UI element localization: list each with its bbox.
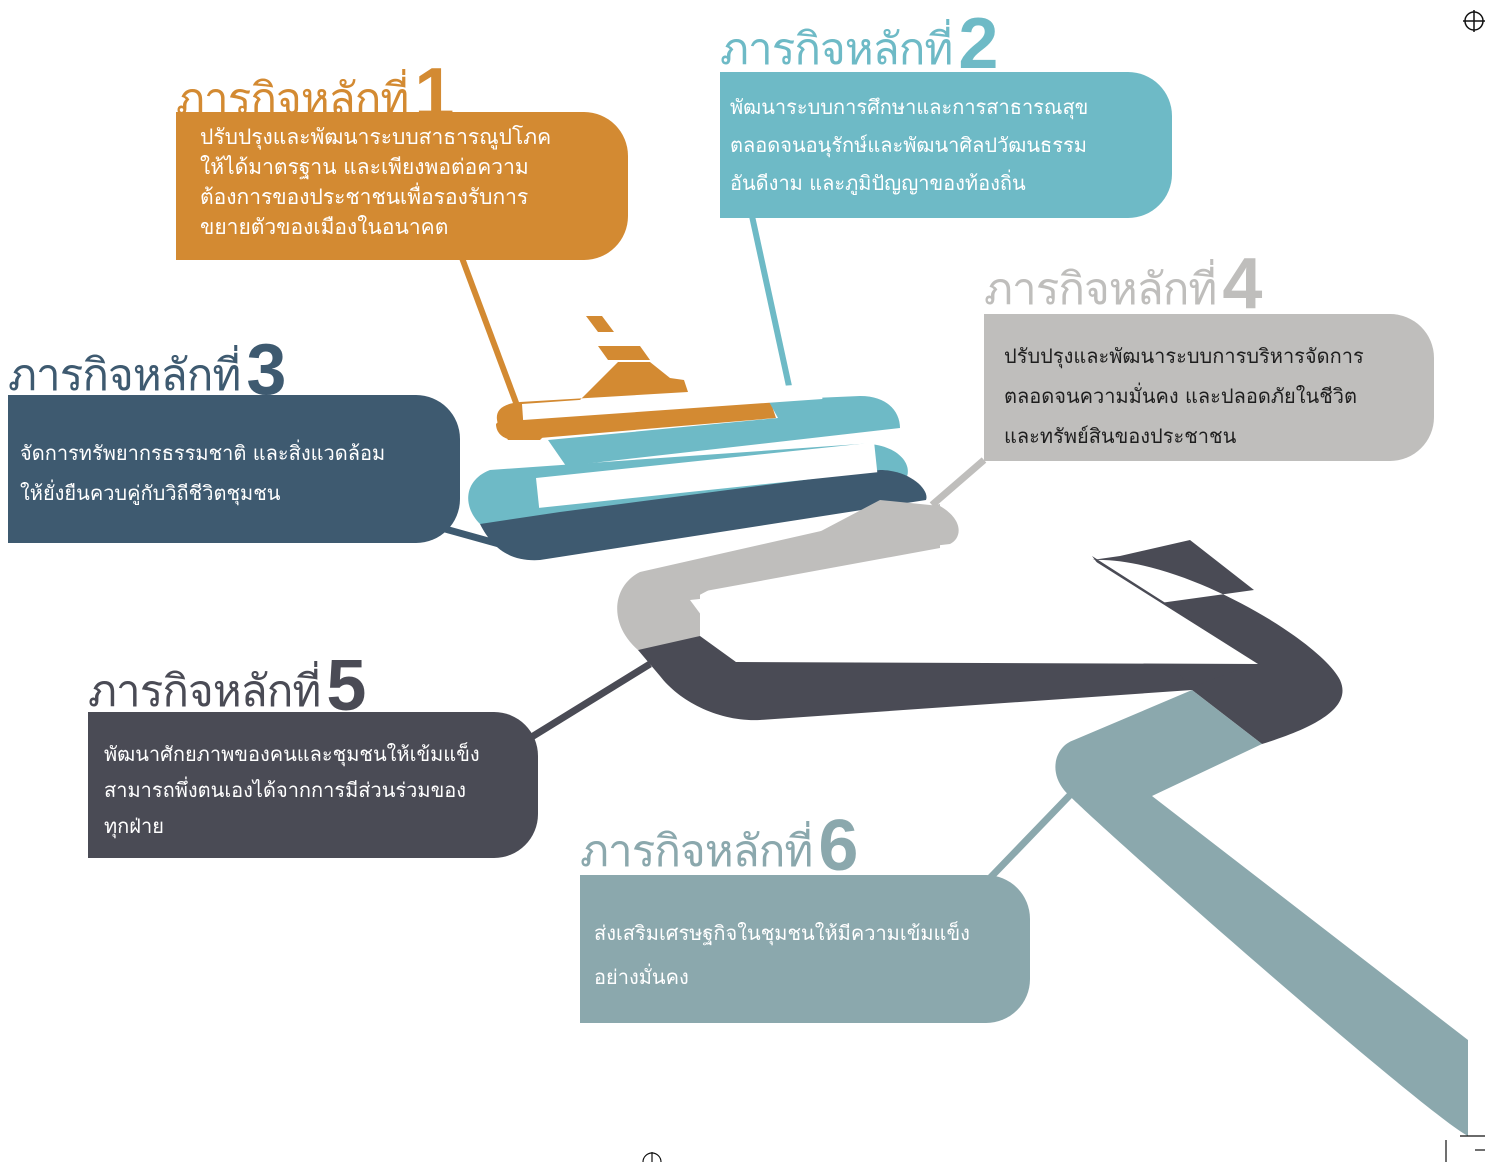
mission-5-line: ทุกฝ่าย xyxy=(104,814,164,838)
mission-4-heading: ภารกิจหลักที่4 xyxy=(984,248,1262,320)
ribbon-segment-slate xyxy=(1055,690,1468,1136)
mission-5-heading: ภารกิจหลักที่5 xyxy=(88,650,366,722)
mission-6-description-box: ส่งเสริมเศรษฐกิจในชุมชนให้มีความเข้มแข็ง… xyxy=(580,875,1030,1023)
mission-4-description-box: ปรับปรุงและพัฒนาระบบการบริหารจัดการ ตลอด… xyxy=(984,314,1434,461)
mission-1-description-box: ปรับปรุงและพัฒนาระบบสาธารณูปโภค ให้ได้มา… xyxy=(176,112,628,260)
ribbon-segment-orange xyxy=(496,316,776,440)
ribbon-segment-teal-top xyxy=(548,396,900,466)
mission-5-line: พัฒนาศักยภาพของคนและชุมชนให้เข้มแข็ง xyxy=(104,742,480,766)
mission-2-number: 2 xyxy=(958,4,999,84)
registration-mark-top-right xyxy=(1463,10,1485,32)
mission-3-heading: ภารกิจหลักที่3 xyxy=(8,334,286,406)
mission-4-number: 4 xyxy=(1222,244,1263,324)
mission-6-line: อย่างมั่นคง xyxy=(594,965,689,989)
mission-4-heading-text: ภารกิจหลักที่ xyxy=(984,264,1217,315)
connector-1 xyxy=(459,256,521,410)
connector-4 xyxy=(929,457,987,508)
mission-3-number: 3 xyxy=(246,330,287,410)
connector-6 xyxy=(987,792,1073,881)
mission-2-line: อันดีงาม และภูมิปัญญาของท้องถิ่น xyxy=(730,171,1026,195)
mission-2-line: ตลอดจนอนุรักษ์และพัฒนาศิลปวัฒนธรรม xyxy=(730,133,1087,157)
mission-1-line: ต้องการของประชาชนเพื่อรองรับการ xyxy=(200,185,529,209)
mission-5-description-box: พัฒนาศักยภาพของคนและชุมชนให้เข้มแข็ง สาม… xyxy=(88,712,538,858)
mission-3-line: ให้ยั่งยืนควบคู่กับวิถีชีวิตชุมชน xyxy=(20,481,281,505)
mission-1-line: ปรับปรุงและพัฒนาระบบสาธารณูปโภค xyxy=(200,125,552,149)
connector-2 xyxy=(749,215,795,401)
mission-3-line: จัดการทรัพยากรธรรมชาติ และสิ่งแวดล้อม xyxy=(20,441,386,465)
ribbon-segment-teal-navy xyxy=(468,442,927,561)
mission-2-description-box: พัฒนาระบบการศึกษาและการสาธารณสุข ตลอดจนอ… xyxy=(720,72,1172,218)
ribbon-segment-dark xyxy=(638,540,1343,744)
mission-1-line: ให้ได้มาตรฐาน และเพียงพอต่อความ xyxy=(200,155,529,179)
mission-5-line: สามารถพึ่งตนเองได้จากการมีส่วนร่วมของ xyxy=(104,778,467,802)
mission-6-line: ส่งเสริมเศรษฐกิจในชุมชนให้มีความเข้มแข็ง xyxy=(594,921,970,945)
mission-2-heading-text: ภารกิจหลักที่ xyxy=(720,24,953,75)
mission-2-heading: ภารกิจหลักที่2 xyxy=(720,8,998,80)
mission-5-heading-text: ภารกิจหลักที่ xyxy=(88,666,321,717)
connector-5 xyxy=(528,661,652,741)
crop-mark-bottom-right xyxy=(1445,1135,1485,1162)
mission-3-heading-text: ภารกิจหลักที่ xyxy=(8,350,241,401)
mission-4-line: ปรับปรุงและพัฒนาระบบการบริหารจัดการ xyxy=(1004,344,1364,368)
mission-6-heading: ภารกิจหลักที่6 xyxy=(580,810,858,882)
ribbon-segment-gray xyxy=(617,500,959,650)
mission-5-number: 5 xyxy=(326,646,367,726)
mission-1-line: ขยายตัวของเมืองในอนาคต xyxy=(200,215,449,239)
mission-4-line: และทรัพย์สินของประชาชน xyxy=(1004,424,1237,448)
mission-6-heading-text: ภารกิจหลักที่ xyxy=(580,826,813,877)
mission-4-line: ตลอดจนความมั่นคง และปลอดภัยในชีวิต xyxy=(1004,384,1357,408)
registration-mark-bottom xyxy=(642,1152,662,1162)
mission-3-description-box: จัดการทรัพยากรธรรมชาติ และสิ่งแวดล้อม ให… xyxy=(8,395,460,543)
mission-2-line: พัฒนาระบบการศึกษาและการสาธารณสุข xyxy=(730,95,1089,119)
mission-6-number: 6 xyxy=(818,806,859,886)
